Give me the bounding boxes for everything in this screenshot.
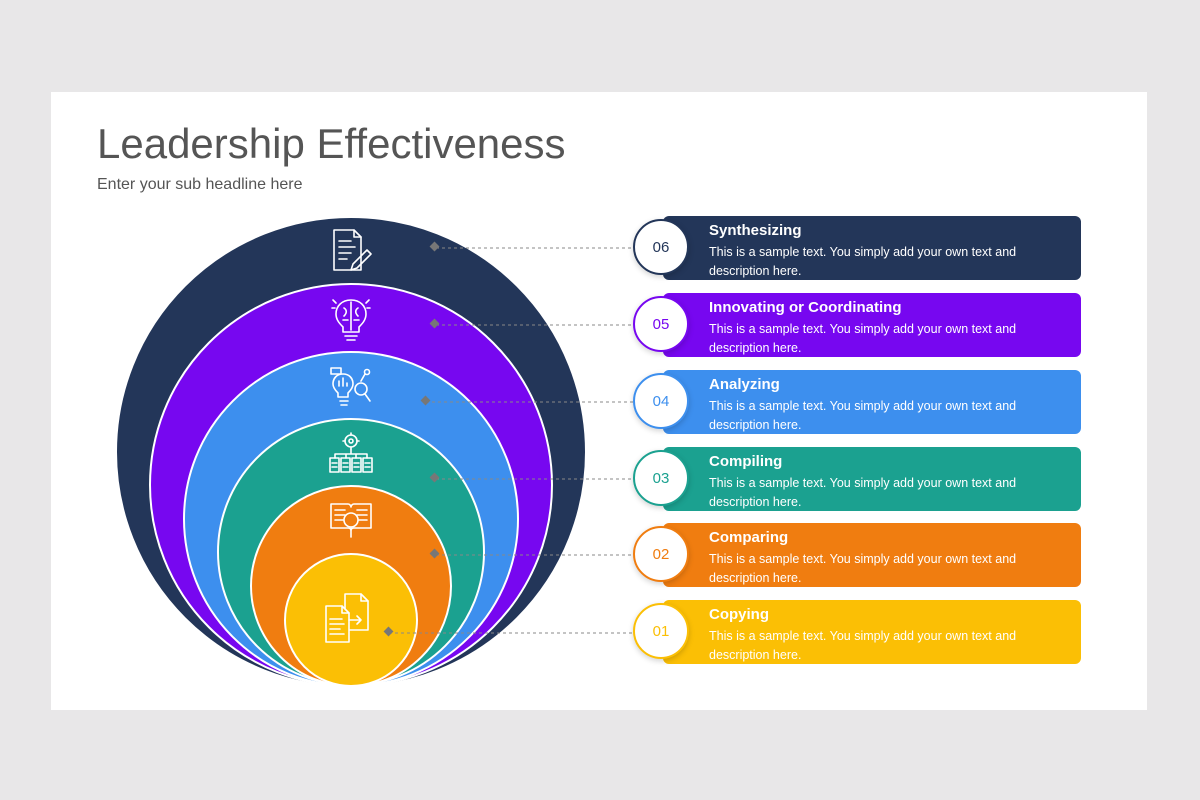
step-bar-06 xyxy=(663,216,1081,280)
connector-dot-01 xyxy=(383,626,394,637)
step-title-03: Compiling xyxy=(709,453,783,470)
document-pen-icon xyxy=(333,229,372,271)
step-row-05: Innovating or Coordinating This is a sam… xyxy=(633,292,1083,357)
brain-bulb-icon xyxy=(331,299,371,341)
book-magnifier-icon xyxy=(330,503,372,538)
step-row-02: Comparing This is a sample text. You sim… xyxy=(633,522,1083,587)
step-description-03: This is a sample text. You simply add yo… xyxy=(709,476,1017,509)
step-number-05: 05 xyxy=(633,296,689,352)
step-title-05: Innovating or Coordinating xyxy=(709,299,902,316)
step-number-04: 04 xyxy=(633,373,689,429)
step-description-05: This is a sample text. You simply add yo… xyxy=(709,322,1017,355)
step-title-04: Analyzing xyxy=(709,376,780,393)
connector-dot-03 xyxy=(429,472,440,483)
step-description-04: This is a sample text. You simply add yo… xyxy=(709,399,1017,432)
step-number-06: 06 xyxy=(633,219,689,275)
step-bar-05 xyxy=(663,293,1081,357)
step-description-02: This is a sample text. You simply add yo… xyxy=(709,552,1017,585)
slide: Leadership Effectiveness Enter your sub … xyxy=(51,92,1147,710)
step-title-01: Copying xyxy=(709,606,769,623)
connector-dot-06 xyxy=(429,241,440,252)
step-row-06: Synthesizing This is a sample text. You … xyxy=(633,215,1083,280)
copy-files-icon xyxy=(325,593,369,643)
page-subtitle: Enter your sub headline here xyxy=(97,176,303,193)
step-title-02: Comparing xyxy=(709,529,789,546)
step-row-01: Copying This is a sample text. You simpl… xyxy=(633,599,1083,664)
step-bar-04 xyxy=(663,370,1081,434)
step-number-01: 01 xyxy=(633,603,689,659)
step-bar-03 xyxy=(663,447,1081,511)
step-bar-01 xyxy=(663,600,1081,664)
step-number-02: 02 xyxy=(633,526,689,582)
step-number-03: 03 xyxy=(633,450,689,506)
nested-circle-diagram xyxy=(115,216,633,688)
connector-dot-02 xyxy=(429,548,440,559)
step-row-03: Compiling This is a sample text. You sim… xyxy=(633,446,1083,511)
step-row-04: Analyzing This is a sample text. You sim… xyxy=(633,369,1083,434)
bulb-magnifier-icon xyxy=(330,367,371,406)
connector-dot-04 xyxy=(420,395,431,406)
step-description-06: This is a sample text. You simply add yo… xyxy=(709,245,1017,278)
step-bar-02 xyxy=(663,523,1081,587)
gear-network-icon xyxy=(329,432,373,473)
step-title-06: Synthesizing xyxy=(709,222,802,239)
step-description-01: This is a sample text. You simply add yo… xyxy=(709,629,1017,662)
page-title: Leadership Effectiveness xyxy=(97,120,566,167)
